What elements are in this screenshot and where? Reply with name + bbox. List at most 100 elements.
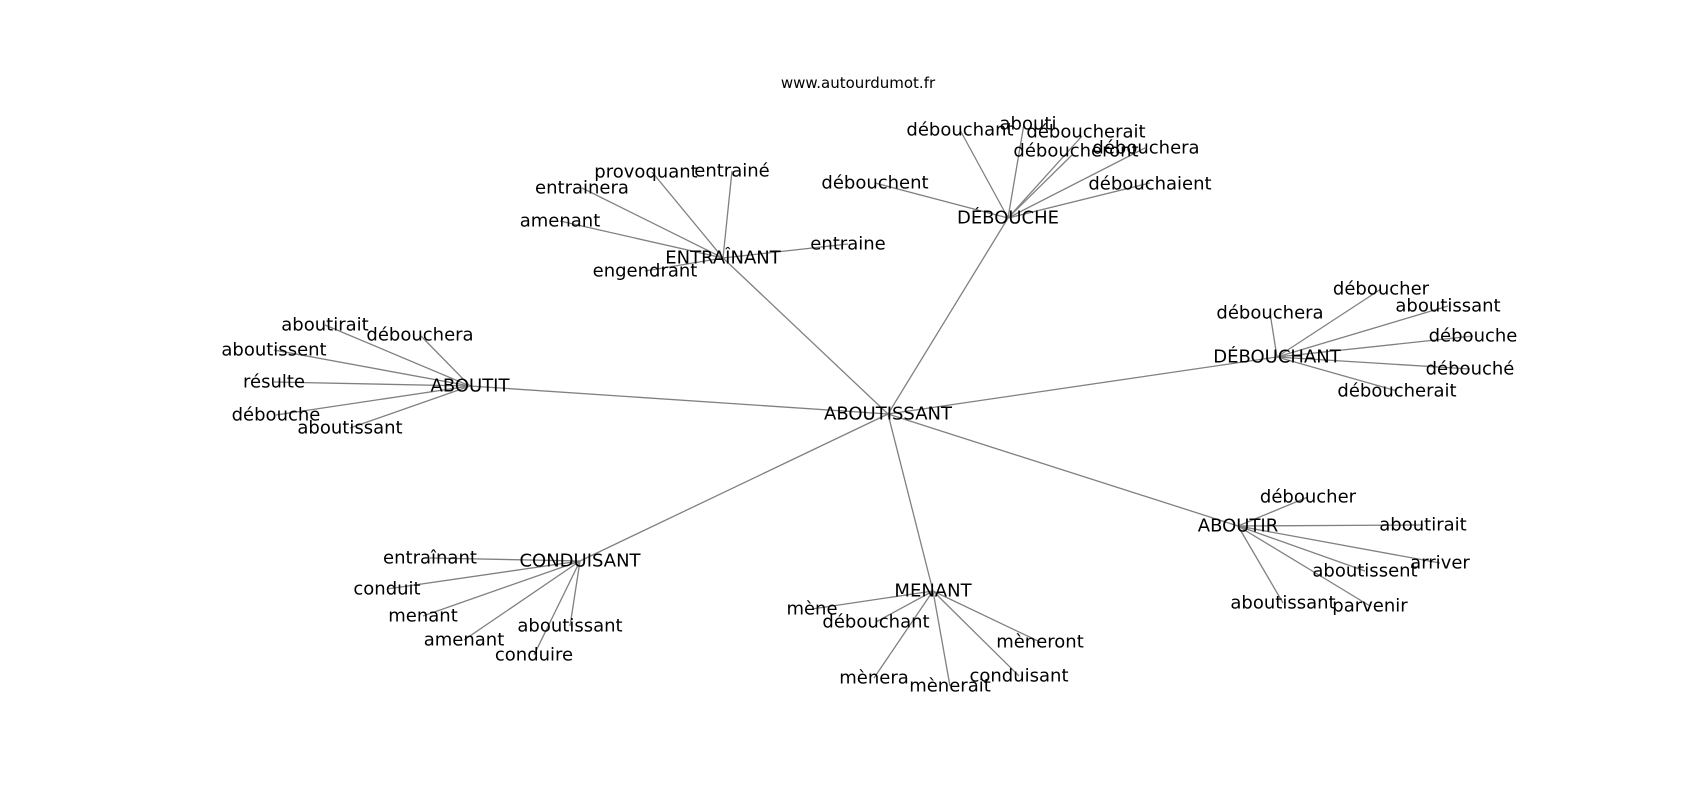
leaf-node: amenant (520, 211, 601, 232)
leaf-node: aboutissent (221, 340, 326, 361)
leaf-node: entraînant (383, 548, 477, 569)
leaf-node: entrainera (535, 178, 629, 199)
edge-hub-leaf (874, 182, 1009, 219)
edge-hub-leaf (1276, 288, 1382, 358)
leaf-node: abouti (1000, 114, 1057, 135)
hub-node: MENANT (894, 581, 972, 602)
leaf-node: résulte (243, 372, 305, 393)
leaf-node: mènerait (909, 676, 991, 697)
edge-hub-leaf (651, 171, 724, 259)
edge-hub-leaf (1237, 524, 1424, 527)
center-node: ABOUTISSANT (824, 404, 953, 425)
edge-hub-leaf (533, 560, 581, 656)
hub-node: DÉBOUCHANT (1213, 346, 1341, 368)
edge-center-hub (887, 217, 1009, 415)
edge-hub-leaf (932, 590, 1041, 643)
edge-center-hub (579, 413, 889, 562)
leaf-node: aboutissent (1312, 561, 1417, 582)
leaf-node: mène (786, 599, 837, 620)
edge-center-hub (722, 257, 889, 415)
leaf-node: débouchera (1216, 303, 1323, 324)
leaf-node: débouchant (906, 120, 1013, 141)
leaf-node: débouchera (1092, 138, 1199, 159)
leaf-node: amenant (424, 630, 505, 651)
edge-hub-leaf (1269, 312, 1278, 358)
edge-hub-leaf (873, 590, 934, 679)
edge-hub-leaf (1237, 525, 1284, 604)
leaf-node: conduit (353, 579, 420, 600)
edge-hub-leaf (419, 334, 471, 387)
edge-hub-leaf (1276, 356, 1398, 392)
hub-node: DÉBOUCHE (957, 207, 1059, 229)
edge-hub-leaf (932, 590, 1020, 677)
leaf-node: menant (388, 606, 458, 627)
edge-hub-leaf (932, 590, 951, 687)
edge-hub-leaf (429, 557, 581, 562)
edge-hub-leaf (349, 385, 471, 429)
edge-hub-leaf (581, 187, 724, 259)
leaf-node: débouchant (822, 612, 929, 633)
edge-hub-leaf (324, 324, 471, 387)
edge-hub-leaf (273, 381, 471, 387)
hub-node: CONDUISANT (519, 551, 641, 572)
edge-hub-leaf (422, 560, 581, 617)
edge-hub-leaf (1237, 525, 1366, 572)
leaf-node: débouche (232, 405, 321, 426)
edge-center-hub (469, 385, 889, 415)
leaf-node: aboutirait (281, 315, 368, 336)
leaf-node: mènera (839, 668, 909, 689)
leaf-node: débouché (1426, 359, 1515, 380)
edge-hub-leaf (559, 220, 724, 259)
leaf-node: engendrant (593, 261, 698, 282)
leaf-node: débouchera (366, 325, 473, 346)
leaf-node: débouchaient (1088, 174, 1211, 195)
edge-hub-leaf (275, 385, 471, 416)
edge-hub-leaf (875, 590, 934, 623)
edge-hub-leaf (644, 257, 724, 272)
edge-hub-leaf (722, 243, 849, 259)
edge-hub-leaf (1007, 154, 1073, 219)
edges-layer (273, 123, 1474, 687)
edge-hub-leaf (811, 590, 934, 610)
leaf-node: conduire (495, 645, 573, 666)
leaf-node: mèneront (996, 632, 1084, 653)
edge-hub-leaf (386, 560, 581, 590)
leaf-node: entrainé (694, 161, 769, 182)
watermark-text: www.autourdumot.fr (781, 74, 936, 92)
leaf-node: entraine (810, 234, 885, 255)
edge-center-hub (887, 356, 1278, 415)
edge-hub-leaf (959, 129, 1009, 219)
edge-hub-leaf (463, 560, 581, 641)
leaf-node: déboucher (1260, 487, 1357, 508)
leaf-node: débouchent (821, 173, 928, 194)
leaf-node: déboucherait (1026, 122, 1145, 143)
edge-hub-leaf (1276, 356, 1471, 370)
leaf-node: débouche (1429, 326, 1518, 347)
edge-hub-leaf (1237, 496, 1309, 527)
leaf-node: aboutissant (1230, 593, 1335, 614)
edge-hub-leaf (1276, 305, 1449, 358)
edge-hub-leaf (1237, 525, 1441, 564)
edge-hub-leaf (1007, 147, 1146, 219)
hub-node: ABOUTIR (1198, 516, 1279, 537)
leaf-node: aboutissant (517, 616, 622, 637)
leaf-node: aboutissant (1395, 296, 1500, 317)
leaf-node: déboucher (1333, 279, 1430, 300)
leaf-node: déboucheront (1013, 141, 1138, 162)
hub-node: ABOUTIT (431, 376, 511, 397)
labels-layer: ABOUTISSANTDÉBOUCHEdébouchantaboutidébou… (221, 114, 1517, 697)
leaf-node: parvenir (1332, 596, 1408, 617)
leaf-node: aboutissant (297, 418, 402, 439)
edge-hub-leaf (1237, 525, 1371, 607)
edge-center-hub (887, 413, 934, 592)
edge-hub-leaf (569, 560, 581, 627)
leaf-node: déboucherait (1337, 381, 1456, 402)
edge-hub-leaf (1007, 135, 1083, 219)
edge-hub-leaf (1276, 335, 1474, 358)
edge-hub-leaf (1007, 182, 1151, 219)
edge-center-hub (887, 413, 1239, 527)
edge-hub-leaf (273, 349, 471, 387)
leaf-node: aboutirait (1379, 515, 1466, 536)
edge-hub-leaf (1007, 123, 1025, 219)
